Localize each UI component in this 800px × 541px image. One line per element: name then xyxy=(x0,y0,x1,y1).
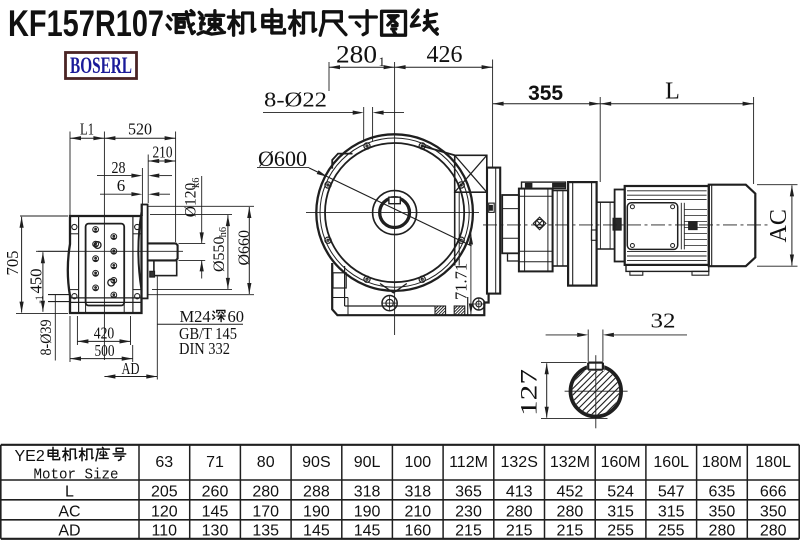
svg-text:127: 127 xyxy=(517,369,542,416)
svg-text:Ø600: Ø600 xyxy=(258,146,307,171)
svg-text:145: 145 xyxy=(354,523,381,540)
svg-text:100: 100 xyxy=(404,454,431,471)
svg-text:365: 365 xyxy=(455,484,482,501)
svg-text:426: 426 xyxy=(427,42,463,68)
svg-text:Ø120: Ø120 xyxy=(182,183,199,218)
svg-text:KF157R107: KF157R107 xyxy=(8,3,164,44)
svg-text:DIN 332: DIN 332 xyxy=(179,339,230,358)
svg-text:132M: 132M xyxy=(550,454,590,471)
svg-text:63: 63 xyxy=(155,454,173,471)
svg-text:6: 6 xyxy=(117,176,126,195)
svg-text:160: 160 xyxy=(404,523,431,540)
svg-text:413: 413 xyxy=(506,484,533,501)
svg-text:215: 215 xyxy=(557,523,584,540)
svg-text:450: 450 xyxy=(27,269,46,294)
svg-text:705: 705 xyxy=(3,251,22,276)
svg-text:71: 71 xyxy=(206,454,224,471)
svg-text:132S: 132S xyxy=(501,454,538,471)
svg-text:8-Ø39: 8-Ø39 xyxy=(38,320,55,356)
svg-text:547: 547 xyxy=(658,484,685,501)
svg-text:180L: 180L xyxy=(755,454,791,471)
svg-text:350: 350 xyxy=(760,503,787,520)
svg-text:AC: AC xyxy=(58,503,80,520)
svg-text:210: 210 xyxy=(404,503,431,520)
svg-text:315: 315 xyxy=(658,503,685,520)
svg-text:90S: 90S xyxy=(302,454,330,471)
svg-text:255: 255 xyxy=(607,523,634,540)
svg-text:145: 145 xyxy=(202,503,229,520)
svg-text:90L: 90L xyxy=(354,454,381,471)
svg-text:AD: AD xyxy=(58,523,80,540)
svg-text:260: 260 xyxy=(202,484,229,501)
svg-text:318: 318 xyxy=(354,484,381,501)
svg-text:520: 520 xyxy=(128,120,152,139)
svg-text:280: 280 xyxy=(557,503,584,520)
svg-text:M24: M24 xyxy=(180,307,211,326)
svg-text:280: 280 xyxy=(506,503,533,520)
svg-text:452: 452 xyxy=(557,484,584,501)
svg-text:-1: -1 xyxy=(35,295,46,303)
svg-text:215: 215 xyxy=(455,523,482,540)
svg-text:h6: h6 xyxy=(218,227,229,238)
svg-text:500: 500 xyxy=(95,341,115,360)
svg-text:318: 318 xyxy=(404,484,431,501)
svg-text:145: 145 xyxy=(303,523,330,540)
svg-text:80: 80 xyxy=(257,454,275,471)
svg-text:60: 60 xyxy=(228,307,245,326)
svg-text:420: 420 xyxy=(94,324,115,343)
svg-text:AC: AC xyxy=(766,209,792,242)
svg-text:230: 230 xyxy=(455,503,482,520)
svg-text:190: 190 xyxy=(303,503,330,520)
svg-text:Motor Size: Motor Size xyxy=(34,467,119,484)
svg-text:666: 666 xyxy=(760,484,787,501)
svg-text:280: 280 xyxy=(252,484,279,501)
svg-text:110: 110 xyxy=(152,523,178,540)
svg-text:L: L xyxy=(665,79,680,105)
svg-text:GB/T 145: GB/T 145 xyxy=(179,324,237,343)
svg-text:180M: 180M xyxy=(702,454,742,471)
svg-text:350: 350 xyxy=(709,503,736,520)
svg-text:L1: L1 xyxy=(80,120,94,139)
svg-text:120: 120 xyxy=(151,503,178,520)
svg-text:190: 190 xyxy=(354,503,381,520)
svg-text:71.71: 71.71 xyxy=(452,263,471,300)
svg-text:205: 205 xyxy=(151,484,178,501)
svg-text:315: 315 xyxy=(607,503,634,520)
svg-text:32: 32 xyxy=(651,309,676,333)
svg-text:28: 28 xyxy=(112,158,126,177)
svg-text:130: 130 xyxy=(202,523,229,540)
svg-text:Ø550: Ø550 xyxy=(211,236,228,272)
svg-text:635: 635 xyxy=(709,484,736,501)
svg-text:355: 355 xyxy=(528,82,563,105)
svg-text:1: 1 xyxy=(379,54,386,69)
svg-text:280: 280 xyxy=(760,523,787,540)
svg-text:288: 288 xyxy=(303,484,330,501)
svg-text:YE2: YE2 xyxy=(15,448,45,465)
svg-text:k6: k6 xyxy=(191,178,202,189)
svg-text:135: 135 xyxy=(252,523,279,540)
svg-text:524: 524 xyxy=(607,484,634,501)
svg-text:280: 280 xyxy=(709,523,736,540)
svg-text:280: 280 xyxy=(336,42,377,69)
svg-text:112M: 112M xyxy=(449,454,488,471)
svg-text:255: 255 xyxy=(658,523,685,540)
svg-text:L: L xyxy=(65,484,74,501)
svg-text:160L: 160L xyxy=(653,454,689,471)
svg-text:160M: 160M xyxy=(601,454,641,471)
svg-text:210: 210 xyxy=(153,143,173,162)
svg-text:215: 215 xyxy=(506,523,533,540)
svg-text:BOSERL: BOSERL xyxy=(70,53,132,78)
svg-text:AD: AD xyxy=(122,359,140,378)
svg-text:8-Ø22: 8-Ø22 xyxy=(264,88,327,112)
svg-text:170: 170 xyxy=(252,503,279,520)
svg-text:Ø660: Ø660 xyxy=(236,230,253,266)
